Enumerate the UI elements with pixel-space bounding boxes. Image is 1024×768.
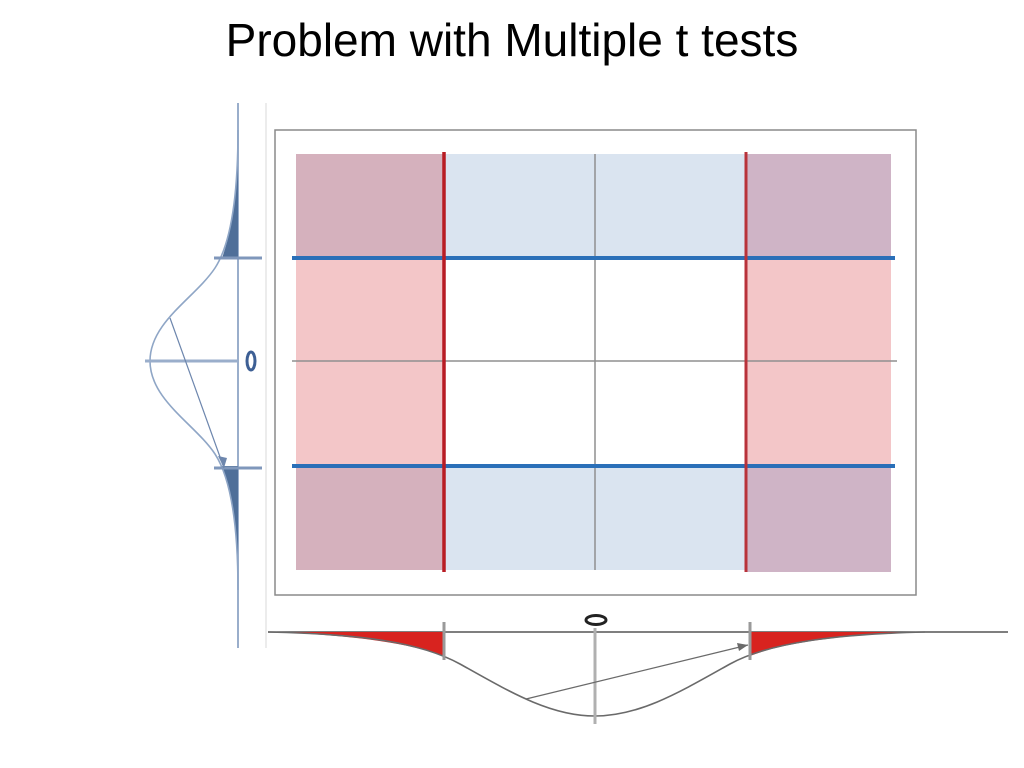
slide-title: Problem with Multiple t tests <box>225 14 799 66</box>
corner-top-right <box>746 154 891 258</box>
vertical-arrow-head <box>218 456 227 468</box>
corner-bottom-right <box>746 466 891 572</box>
lower-blue-tail <box>222 466 238 590</box>
corner-bottom-left <box>296 466 444 570</box>
horizontal-zero-marker <box>584 614 608 626</box>
upper-blue-tail <box>222 130 238 258</box>
left-red-tail <box>268 632 444 656</box>
vertical-zero-marker <box>245 350 257 372</box>
left-red-band <box>296 258 444 466</box>
corner-top-left <box>296 154 444 258</box>
horizontal-arrow <box>525 644 749 700</box>
horizontal-zero-label: 0 <box>596 619 597 621</box>
right-red-tail <box>750 632 925 656</box>
right-red-band <box>746 258 891 466</box>
vertical-arrow <box>169 317 225 469</box>
vertical-zero-label: 0 <box>251 360 252 362</box>
horizontal-arrow-head <box>737 643 748 651</box>
